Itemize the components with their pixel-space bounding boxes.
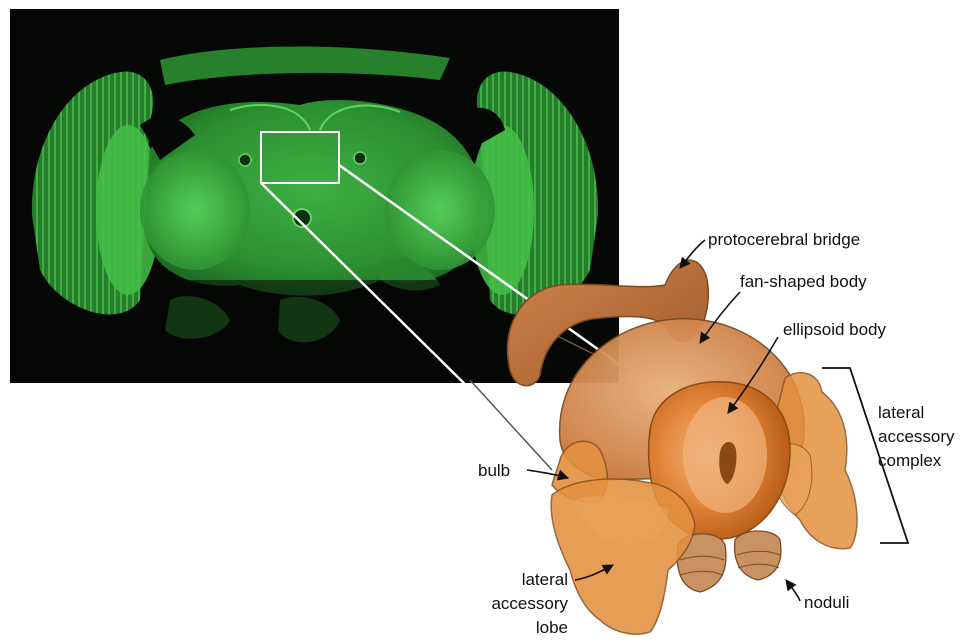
label-noduli: noduli	[804, 593, 849, 612]
label-lateral-accessory-complex-line2: accessory	[878, 427, 955, 446]
label-lateral-accessory-complex-line3: complex	[878, 451, 942, 470]
label-ellipsoid-body: ellipsoid body	[783, 320, 887, 339]
label-lateral-accessory-lobe-line1: lateral	[522, 570, 568, 589]
label-protocerebral-bridge: protocerebral bridge	[708, 230, 860, 249]
noduli-shape	[677, 531, 781, 592]
label-lateral-accessory-lobe-line2: accessory	[491, 594, 568, 613]
label-lateral-accessory-lobe-line3: lobe	[536, 618, 568, 637]
pointer-noduli	[786, 580, 800, 601]
label-lateral-accessory-complex-line1: lateral	[878, 403, 924, 422]
label-fan-shaped-body: fan-shaped body	[740, 272, 867, 291]
label-bulb: bulb	[478, 461, 510, 480]
